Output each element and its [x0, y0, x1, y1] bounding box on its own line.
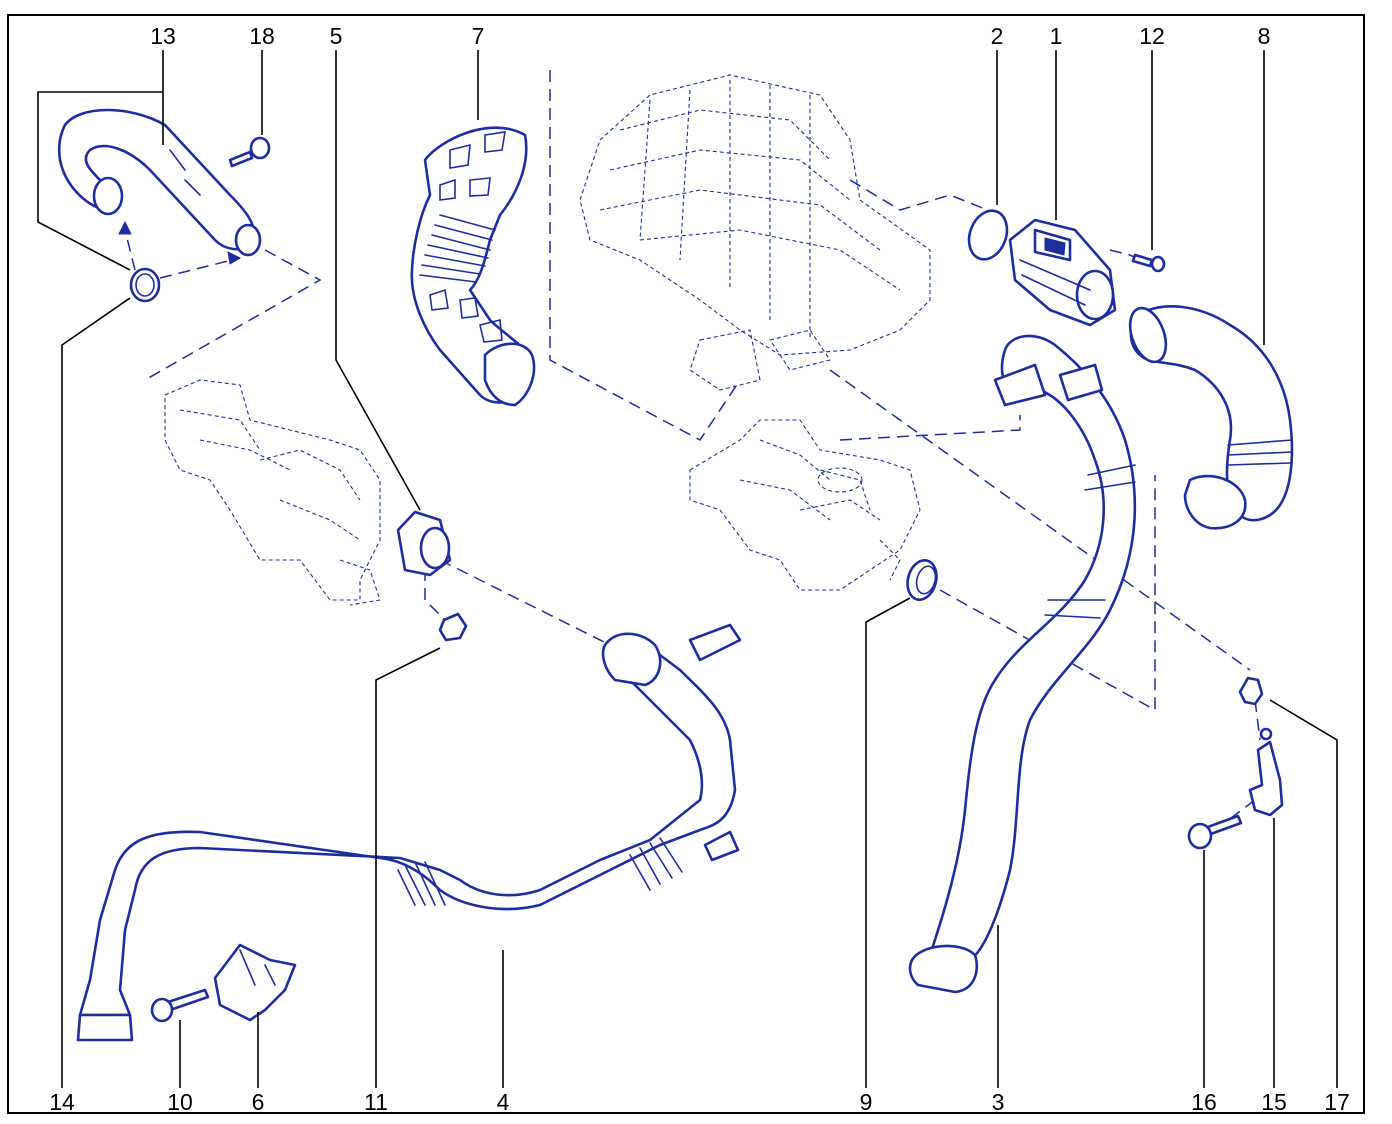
- callout-11: 11: [364, 1089, 388, 1115]
- callout-14: 14: [49, 1089, 75, 1115]
- callout-1: 1: [1050, 23, 1063, 49]
- part-7-hose: [410, 126, 536, 407]
- callout-13: 13: [150, 23, 176, 49]
- part-11-nut: [438, 612, 468, 642]
- callout-6: 6: [252, 1089, 265, 1115]
- ghost-turbocharger-right: [689, 419, 921, 591]
- ghost-intake-manifold: [579, 74, 931, 391]
- part-3-pipe: [908, 334, 1137, 994]
- callout-4: 4: [497, 1089, 510, 1115]
- callout-2: 2: [991, 23, 1004, 49]
- callout-10: 10: [167, 1089, 193, 1115]
- part-18-bolt: [228, 136, 271, 168]
- callout-17: 17: [1324, 1089, 1350, 1115]
- callout-labels: 13 18 5 7 2 1 12 8 14 10 6 11 4 9 3 16 1…: [49, 23, 1350, 1115]
- part-13-pipe: [57, 108, 262, 257]
- ghost-turbocharger-left: [164, 379, 381, 606]
- part-16-bolt: [1187, 814, 1243, 850]
- callout-16: 16: [1191, 1089, 1217, 1115]
- part-2-seal-ring: [967, 209, 1009, 261]
- leader-lines: [37, 50, 1338, 1088]
- callout-15: 15: [1261, 1089, 1287, 1115]
- part-15-bracket: [1248, 727, 1284, 817]
- part-6-bracket: [213, 943, 297, 1022]
- callout-3: 3: [992, 1089, 1005, 1115]
- callout-7: 7: [472, 23, 485, 49]
- callout-5: 5: [330, 23, 343, 49]
- part-1-air-flow-meter: [1008, 218, 1117, 327]
- part-14-o-ring: [118, 220, 242, 303]
- part-17-clip: [1238, 676, 1264, 706]
- part-4-pipe: [76, 623, 742, 1042]
- callout-8: 8: [1258, 23, 1271, 49]
- callout-12: 12: [1139, 23, 1165, 49]
- part-10-bolt: [150, 988, 210, 1023]
- callout-18: 18: [249, 23, 275, 49]
- part-12-screw: [1131, 253, 1166, 273]
- part-9-ring: [906, 559, 938, 601]
- part-8-pipe: [1128, 305, 1294, 530]
- part-5-flange: [396, 510, 452, 577]
- callout-9: 9: [860, 1089, 873, 1115]
